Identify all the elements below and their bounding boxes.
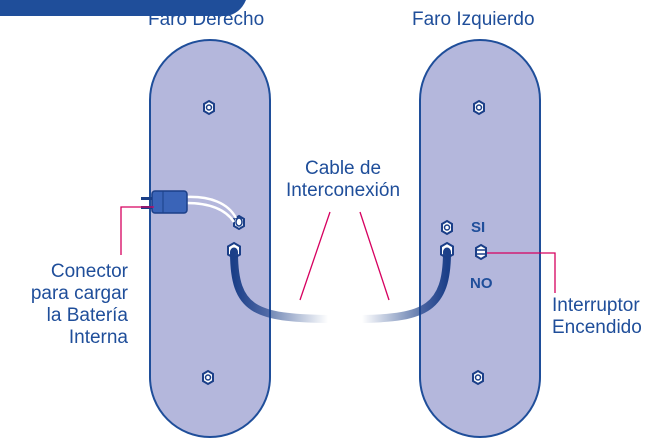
cable-label: Cable de Interconexión [258, 158, 428, 202]
left-light-panel [419, 39, 541, 438]
cable-segment-right [358, 248, 451, 323]
switch-off-label: NO [470, 275, 493, 292]
cable-label-line-1: Cable de [304, 158, 382, 179]
connector-label-line-1: Conector [50, 261, 128, 282]
leader-cable-left [299, 211, 331, 301]
left-light-label: Faro Izquierdo [412, 9, 535, 30]
leader-switch [487, 252, 556, 293]
cable-label-line-2: Interconexión [285, 180, 401, 201]
right-light-label: Faro Derecho [148, 9, 265, 30]
connector-label-line-4: Interna [68, 327, 128, 348]
leader-connector [120, 206, 154, 255]
cable-segment-left [230, 248, 332, 323]
charging-wire-2 [185, 201, 236, 223]
switch-label: Interruptor Encendido [552, 295, 642, 339]
bolt-right-bottom [202, 369, 214, 386]
header-tab [0, 0, 246, 16]
bolt-left-bottom [472, 369, 484, 386]
switch-label-line-1: Interruptor [552, 295, 640, 316]
right-light-panel [149, 39, 271, 438]
charging-wire-1 [185, 195, 238, 219]
connector-label-line-2: para cargar [30, 283, 128, 304]
charging-plug [141, 190, 188, 214]
power-switch [475, 243, 487, 261]
leader-cable-right [359, 211, 390, 301]
charging-jack [233, 214, 245, 231]
switch-on-label: SI [471, 219, 486, 236]
connector-label: Conector para cargar la Batería Interna [0, 261, 128, 349]
connector-label-line-3: la Batería [46, 305, 128, 326]
bolt-left-switch-side [441, 219, 453, 236]
bolt-right-top [203, 99, 215, 116]
switch-label-line-2: Encendido [552, 317, 642, 338]
bolt-left-top [473, 99, 485, 116]
